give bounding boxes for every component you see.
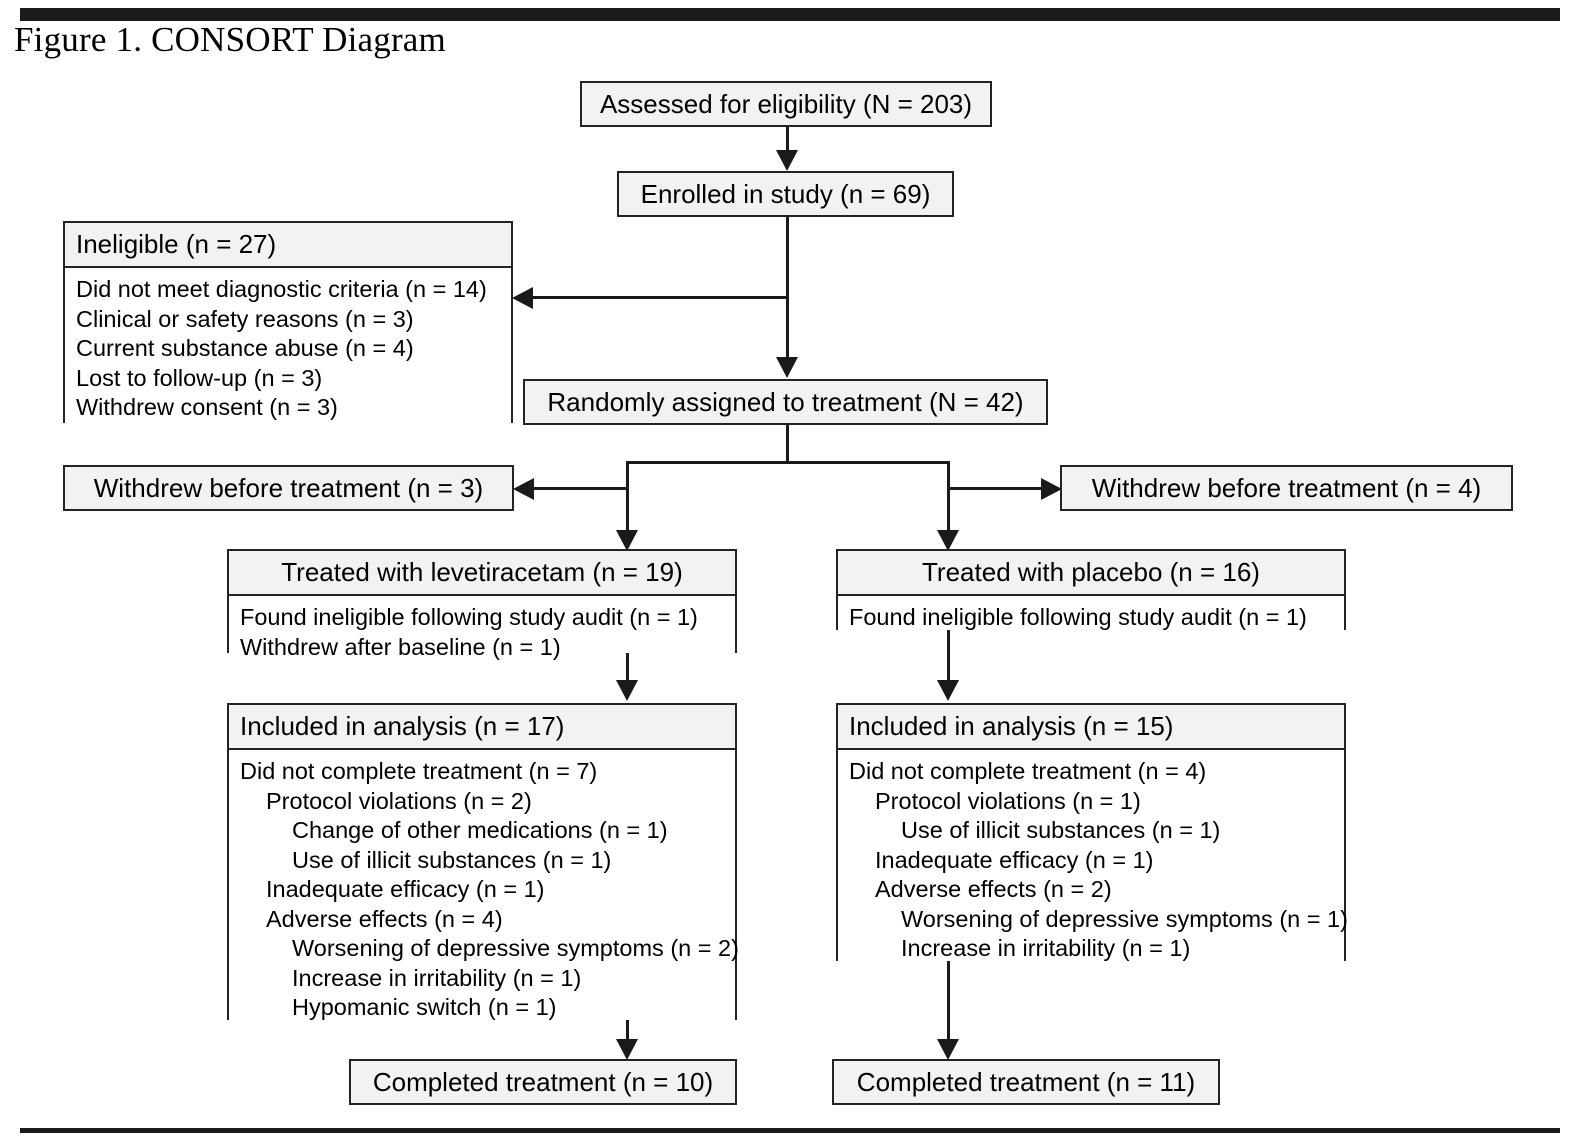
node-enrolled-in-study: Enrolled in study (n = 69) xyxy=(617,171,954,217)
node-assessed-label: Assessed for eligibility (N = 203) xyxy=(599,89,973,119)
figure-title: Figure 1. CONSORT Diagram xyxy=(14,20,446,59)
node-completed-treatment-right: Completed treatment (n = 11) xyxy=(832,1059,1220,1105)
list-item: Found ineligible following study audit (… xyxy=(849,604,1307,630)
node-treated-levetiracetam: Treated with levetiracetam (n = 19) Foun… xyxy=(227,549,737,670)
list-item: Lost to follow-up (n = 3) xyxy=(76,364,323,391)
list-item: Protocol violations (n = 1) xyxy=(875,787,1141,814)
list-item: Use of illicit substances (n = 1) xyxy=(901,817,1221,843)
node-treated-right-body: Found ineligible following study audit (… xyxy=(838,596,1344,641)
node-ineligible: Ineligible (n = 27) Did not meet diagnos… xyxy=(63,221,513,431)
list-item: Increase in irritability (n = 1) xyxy=(901,935,1191,961)
arrowhead-analysis-right-to-completed xyxy=(937,1039,959,1060)
arrowhead-to-withdrew-left xyxy=(513,478,534,500)
node-withdrew-left-label: Withdrew before treatment (n = 3) xyxy=(93,473,484,503)
connector-treated-right-to-analysis xyxy=(947,630,950,683)
list-item: Found ineligible following study audit (… xyxy=(240,604,698,630)
arrowhead-analysis-left-to-completed xyxy=(616,1039,638,1060)
connector-to-withdrew-left xyxy=(534,487,629,490)
node-completed-right-label: Completed treatment (n = 11) xyxy=(856,1067,1196,1097)
arrowhead-to-withdrew-right xyxy=(1041,478,1062,500)
node-included-in-analysis-left: Included in analysis (n = 17) Did not co… xyxy=(227,703,739,1031)
list-item: Change of other medications (n = 1) xyxy=(292,817,668,843)
connector-assessed-to-enrolled xyxy=(786,127,789,152)
node-ineligible-body: Did not meet diagnostic criteria (n = 14… xyxy=(65,268,511,431)
node-assessed-for-eligibility: Assessed for eligibility (N = 203) xyxy=(580,81,992,127)
connector-analysis-left-to-completed xyxy=(626,1020,629,1042)
node-treated-left-header: Treated with levetiracetam (n = 19) xyxy=(229,551,735,596)
connector-analysis-right-to-completed xyxy=(947,961,950,1042)
top-rule xyxy=(20,8,1560,21)
connector-to-ineligible xyxy=(533,296,789,299)
connector-enrolled-to-randomized xyxy=(786,217,789,359)
list-item: Hypomanic switch (n = 1) xyxy=(292,994,557,1020)
list-item: Worsening of depressive symptoms (n = 1) xyxy=(901,905,1348,932)
list-item: Did not complete treatment (n = 4) xyxy=(849,758,1207,784)
list-item: Use of illicit substances (n = 1) xyxy=(292,846,612,873)
arrowhead-treated-left-to-analysis xyxy=(616,680,638,701)
arrowhead-left-arm xyxy=(616,530,638,551)
node-analysis-left-body: Did not complete treatment (n = 7) Proto… xyxy=(229,750,739,1031)
list-item: Worsening of depressive symptoms (n = 2) xyxy=(292,935,739,961)
node-treated-placebo: Treated with placebo (n = 16) Found inel… xyxy=(836,549,1346,641)
arrowhead-assessed-to-enrolled xyxy=(776,150,798,171)
list-item: Did not complete treatment (n = 7) xyxy=(240,758,598,784)
list-item: Clinical or safety reasons (n = 3) xyxy=(76,305,414,332)
list-item: Did not meet diagnostic criteria (n = 14… xyxy=(76,276,487,302)
node-analysis-right-body: Did not complete treatment (n = 4) Proto… xyxy=(838,750,1348,972)
connector-left-arm xyxy=(626,461,629,533)
list-item: Withdrew after baseline (n = 1) xyxy=(240,633,561,660)
list-item: Inadequate efficacy (n = 1) xyxy=(266,876,545,902)
list-item: Adverse effects (n = 4) xyxy=(266,905,503,932)
list-item: Increase in irritability (n = 1) xyxy=(292,964,582,991)
node-randomized-label: Randomly assigned to treatment (N = 42) xyxy=(547,387,1024,417)
connector-split-bar xyxy=(626,461,950,464)
node-withdrew-before-treatment-left: Withdrew before treatment (n = 3) xyxy=(63,465,514,511)
list-item: Withdrew consent (n = 3) xyxy=(76,394,338,420)
list-item: Current substance abuse (n = 4) xyxy=(76,335,414,361)
arrowhead-right-arm xyxy=(937,530,959,551)
list-item: Inadequate efficacy (n = 1) xyxy=(875,846,1154,873)
node-analysis-left-header: Included in analysis (n = 17) xyxy=(229,705,735,750)
connector-to-withdrew-right xyxy=(947,487,1042,490)
node-withdrew-before-treatment-right: Withdrew before treatment (n = 4) xyxy=(1060,465,1513,511)
connector-randomized-stem xyxy=(786,425,789,464)
bottom-rule xyxy=(20,1128,1560,1133)
node-treated-left-body: Found ineligible following study audit (… xyxy=(229,596,735,670)
connector-right-arm xyxy=(947,461,950,533)
node-treated-right-header: Treated with placebo (n = 16) xyxy=(838,551,1344,596)
node-completed-treatment-left: Completed treatment (n = 10) xyxy=(349,1059,737,1105)
arrowhead-enrolled-to-randomized xyxy=(776,357,798,378)
arrowhead-to-ineligible xyxy=(512,287,533,309)
node-included-in-analysis-right: Included in analysis (n = 15) Did not co… xyxy=(836,703,1348,972)
node-ineligible-header: Ineligible (n = 27) xyxy=(65,223,511,268)
list-item: Protocol violations (n = 2) xyxy=(266,787,532,814)
connector-treated-left-to-analysis xyxy=(626,653,629,683)
list-item: Adverse effects (n = 2) xyxy=(875,876,1112,902)
node-completed-left-label: Completed treatment (n = 10) xyxy=(372,1067,714,1097)
node-analysis-right-header: Included in analysis (n = 15) xyxy=(838,705,1344,750)
node-randomly-assigned: Randomly assigned to treatment (N = 42) xyxy=(523,379,1048,425)
arrowhead-treated-right-to-analysis xyxy=(937,680,959,701)
node-enrolled-label: Enrolled in study (n = 69) xyxy=(640,179,931,209)
node-withdrew-right-label: Withdrew before treatment (n = 4) xyxy=(1091,473,1482,503)
